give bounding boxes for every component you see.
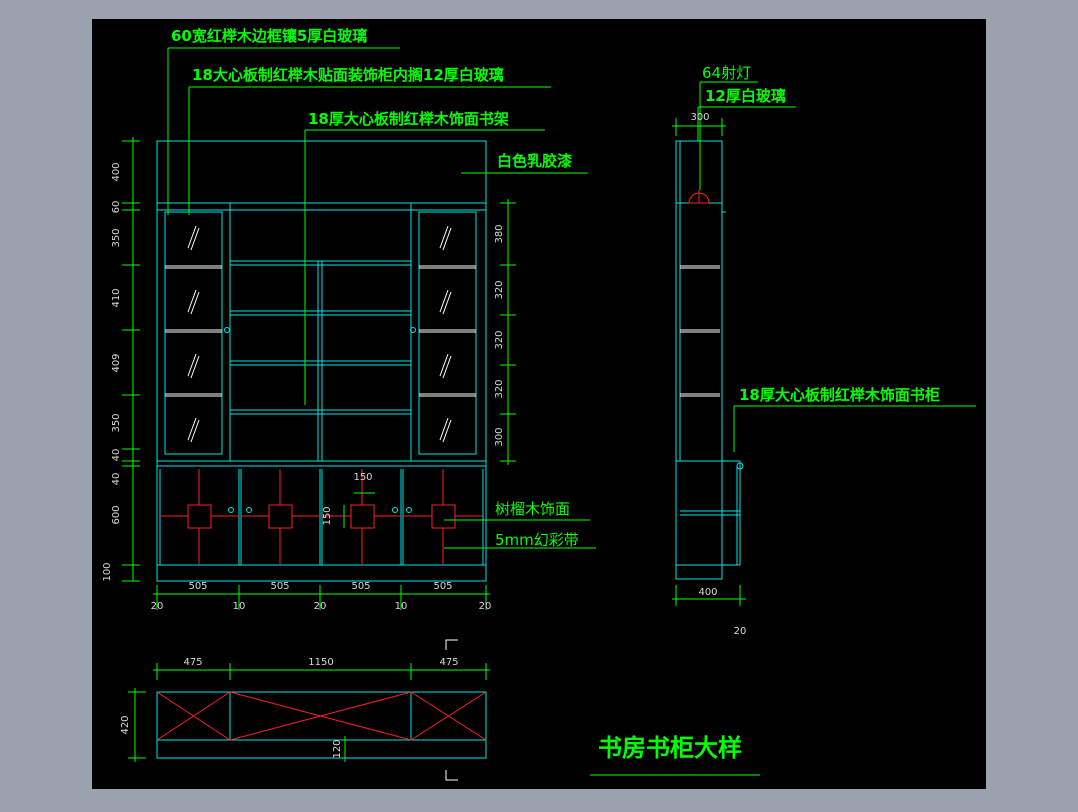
label-wood-finish: 树榴木饰面 (495, 500, 570, 518)
annotation-labels: 60宽红榉木边框镶5厚白玻璃 18大心板制红榉木贴面装饰柜内搁12厚白玻璃 18… (171, 27, 940, 404)
right-glass-door (418, 211, 477, 455)
plan-view (128, 639, 490, 781)
left-vertical-dimensions: 400 60 350 410 409 350 40 40 600 100 (102, 162, 122, 581)
dim-left-7: 40 (111, 449, 122, 462)
dim-right-3: 320 (494, 330, 505, 349)
dim-gap-5: 20 (479, 601, 492, 612)
front-dimension-lines (122, 137, 516, 610)
dim-gap-4: 10 (395, 601, 408, 612)
label-shelf: 18厚大心板制红榉木饰面书架 (308, 110, 509, 128)
dim-bottom-3: 505 (351, 581, 370, 592)
label-glass-frame: 60宽红榉木边框镶5厚白玻璃 (171, 27, 367, 45)
dim-left-10: 100 (102, 562, 113, 581)
dim-gap-3: 20 (314, 601, 327, 612)
dim-plan-inner: 120 (332, 739, 343, 758)
dim-handle-w: 150 (353, 472, 372, 483)
dim-plan-1: 475 (183, 657, 202, 668)
side-elevation (675, 140, 744, 580)
dim-bottom-4: 505 (433, 581, 452, 592)
front-elevation (156, 140, 487, 582)
side-outline (675, 140, 723, 580)
dim-side-top: 300 (690, 112, 709, 123)
dim-right-2: 320 (494, 280, 505, 299)
label-spotlight: 64射灯 (702, 64, 751, 82)
label-side-cabinet: 18厚大心板制红榉木饰面书柜 (739, 386, 940, 404)
dim-right-4: 320 (494, 379, 505, 398)
dim-left-9: 600 (111, 505, 122, 524)
dim-left-6: 350 (111, 413, 122, 432)
dim-left-1: 400 (111, 162, 122, 181)
right-vertical-dimensions: 380 320 320 320 300 (494, 224, 505, 446)
side-glass-shelves (680, 265, 720, 397)
left-door-knob (224, 327, 230, 333)
dim-left-5: 409 (111, 353, 122, 372)
door-inlay-2 (241, 469, 320, 565)
dim-plan-2: 1150 (308, 657, 333, 668)
drawing-canvas (92, 19, 986, 789)
annotation-labels-light: 64射灯 树榴木饰面 5mm幻彩带 (495, 64, 751, 549)
dim-right-5: 300 (494, 427, 505, 446)
dim-left-8: 40 (111, 473, 122, 486)
front-leaders (167, 47, 760, 776)
cabinet-outline (156, 140, 487, 582)
drawing-title: 书房书柜大样 (598, 734, 742, 762)
dim-gap-1: 20 (151, 601, 164, 612)
dim-handle-h: 150 (322, 506, 333, 525)
right-door-knob (410, 327, 416, 333)
dim-bottom-1: 505 (188, 581, 207, 592)
label-latex-paint: 白色乳胶漆 (497, 152, 572, 170)
dim-left-2: 60 (111, 201, 122, 214)
dim-plan-depth: 420 (120, 715, 131, 734)
left-glass-door (164, 211, 223, 455)
dim-right-1: 380 (494, 224, 505, 243)
glass-shelves (165, 225, 476, 443)
door-inlay-4 (403, 469, 483, 565)
label-glass12: 12厚白玻璃 (705, 87, 786, 105)
label-strip: 5mm幻彩带 (495, 531, 579, 549)
label-core-board-glass: 18大心板制红榉木贴面装饰柜内搁12厚白玻璃 (192, 66, 504, 84)
dim-side-offset: 20 (734, 626, 747, 637)
dim-left-3: 350 (111, 228, 122, 247)
lower-door-inlays (160, 469, 483, 565)
dim-side-bottom: 400 (698, 587, 717, 598)
bottom-dimensions: 505 505 505 505 20 10 20 10 20 150 150 3… (120, 112, 746, 759)
dim-plan-3: 475 (439, 657, 458, 668)
dim-gap-2: 10 (233, 601, 246, 612)
dim-bottom-2: 505 (270, 581, 289, 592)
dim-left-4: 410 (111, 288, 122, 307)
side-leaders (672, 81, 976, 606)
middle-shelves (230, 260, 411, 461)
door-inlay-3 (322, 469, 401, 565)
spotlight-icon (688, 192, 710, 204)
door-inlay-1 (160, 469, 239, 565)
